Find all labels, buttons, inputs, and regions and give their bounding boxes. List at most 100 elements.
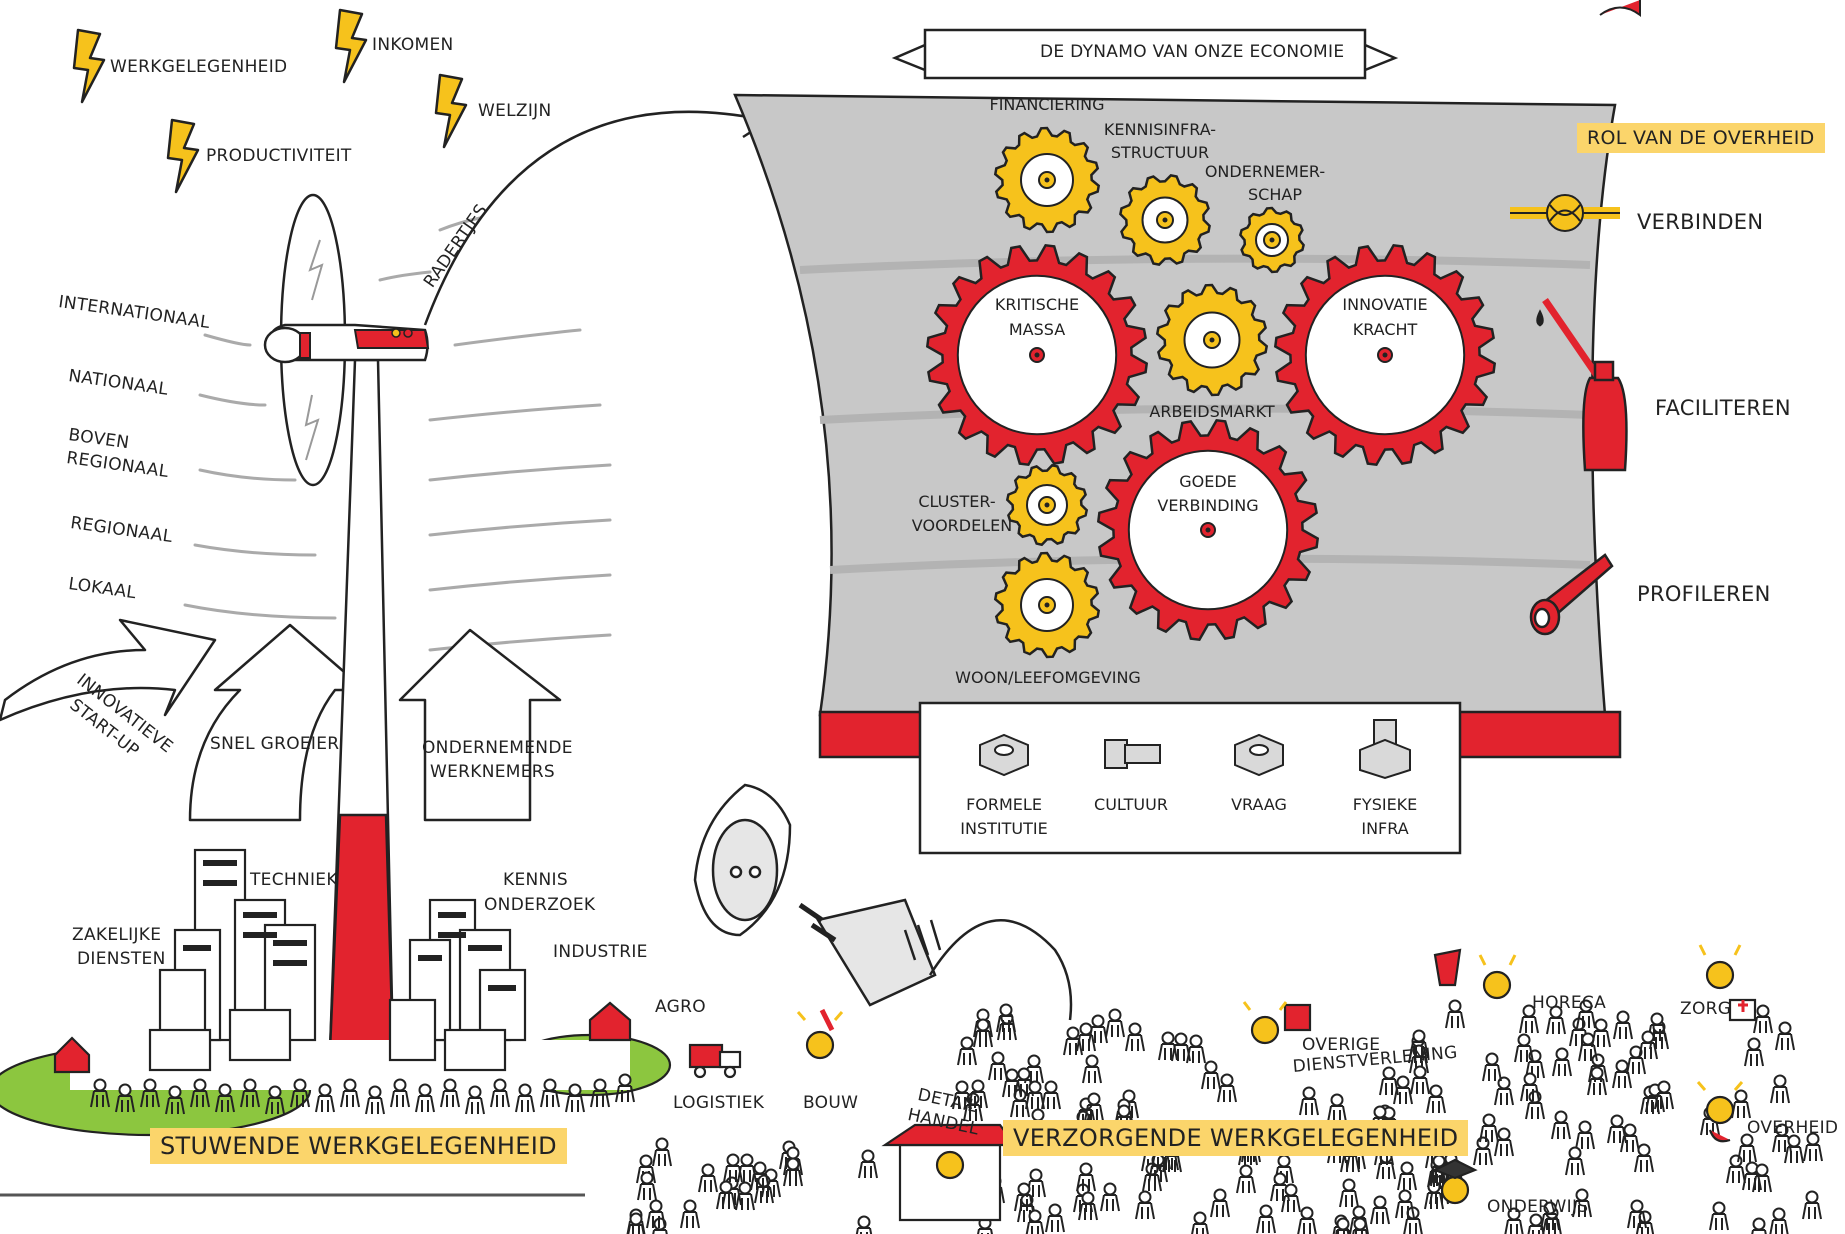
gear-label-kritische-2: MASSA [1008,320,1066,339]
crowd-person [783,1157,803,1187]
idea-rays [796,944,1744,1091]
crowd-person [1063,1026,1083,1056]
city-zakelijke-2: DIENSTEN [77,949,166,969]
sector-zorg: ZORG [1680,999,1732,1019]
gear-ondernemerschap [1239,206,1305,274]
crowd-person [988,1051,1008,1081]
crowd-person [1802,1190,1822,1220]
base-label-cultuur: CULTUUR [1094,795,1168,814]
sector-onderwijs: ONDERWIJS [1487,1197,1589,1217]
crowd-person [1026,1168,1046,1198]
city-windows [183,860,516,991]
crowd-person [1753,1004,1773,1034]
base-icons [979,719,1411,780]
crowd-person [1445,999,1465,1029]
gear-clustervoordelen [1005,463,1089,547]
crowd-person [652,1137,672,1167]
city-agro: AGRO [655,997,706,1017]
crowd-person [1494,1076,1514,1106]
crowd-person [1426,1084,1446,1114]
crowd-person [1135,1190,1155,1220]
city-kennis-2: ONDERZOEK [484,895,596,915]
crowd-person [1210,1188,1230,1218]
crowd-person [1552,1047,1572,1077]
crowd-person [1236,1164,1256,1194]
outcome-welzijn: WELZIJN [478,101,552,121]
sector-horeca: HORECA [1532,993,1607,1013]
crowd-person [1709,1201,1729,1231]
sector-overige-1: OVERIGE [1302,1035,1381,1055]
werknemers-label-1: ONDERNEMENDE [422,738,573,758]
rope-knot-icon [1510,194,1620,232]
crowd-person [1410,1065,1430,1095]
sector-overheid: OVERHEID [1747,1118,1839,1138]
crowd-person [957,1036,977,1066]
crowd-person [637,1171,657,1201]
crowd-person [1339,1178,1359,1208]
snel-groeier-label: SNEL GROEIER [210,734,340,754]
crowd-person [1587,1066,1607,1096]
flashlight-icon [1529,553,1614,636]
base-label-formele: FORMELE [966,795,1042,814]
crowd-person [1370,1195,1390,1225]
role-verbinden: VERBINDEN [1637,210,1764,234]
gear-kritische-massa [925,243,1149,467]
gear-label-cluster-1: CLUSTER- [918,492,996,511]
crowd-person [1125,1022,1145,1052]
crowd-person [858,1149,878,1179]
gear-label-cluster-2: VOORDELEN [911,516,1013,535]
crowd-person [1025,1209,1045,1234]
sector-bouw: BOUW [803,1093,859,1113]
city-industrie: INDUSTRIE [553,942,648,962]
crowd-person [1397,1161,1417,1191]
crowd-person [716,1180,736,1210]
gear-label-goede-2: VERBINDING [1157,496,1259,515]
crowd-person [1379,1066,1399,1096]
gear-label-ondernemerschap-2: SCHAP [1248,185,1302,204]
crowd-person [1634,1143,1654,1173]
oil-can-icon [1536,298,1628,472]
base-label-fysieke: FYSIEKE [1352,795,1418,814]
crowd-person [1770,1074,1790,1104]
crowd-person [1100,1182,1120,1212]
crowd-person [1190,1211,1210,1234]
crowd-person [1281,1183,1301,1213]
role-faciliteren: FACILITEREN [1655,396,1791,420]
crowd-person [698,1163,718,1193]
gear-woon-leefomgeving [993,551,1101,659]
gear-label-kritische-1: KRITISCHE [994,295,1080,314]
crowd-person [1078,1191,1098,1221]
crowd-person [1105,1008,1125,1038]
crowd-person [1494,1127,1514,1157]
banner [891,28,1399,80]
crowd-person [1525,1090,1545,1120]
crowd-person [1726,1154,1746,1184]
gears [925,126,1497,659]
crowd-person [1775,1021,1795,1051]
wind-arrows [0,618,562,822]
crowd-bottom [626,999,1823,1234]
role-profileren: PROFILEREN [1637,582,1771,606]
crowd-person [854,1215,874,1234]
crowd-person [1025,1080,1045,1110]
crowd-person [1045,1203,1065,1233]
crowd-person [1082,1054,1102,1084]
crowd-person [1784,1134,1804,1164]
crowd-person [1297,1206,1317,1234]
wind-turbine [263,193,430,1052]
crowd-person [1473,1136,1493,1166]
crowd-person [1327,1093,1347,1123]
crowd-person [1088,1014,1108,1044]
gear-kennisinfrastructuur [1119,174,1211,266]
base-label-vraag: VRAAG [1231,795,1287,814]
service-workers [688,948,1757,1222]
gear-label-ondernemerschap-1: ONDERNEMER- [1204,162,1326,181]
crowd-person [1613,1010,1633,1040]
crowd-person [1749,1217,1769,1234]
sector-logistiek: LOGISTIEK [673,1093,765,1113]
plug-socket [693,783,1073,1021]
gear-arbeidsmarkt [1155,283,1269,397]
city-zakelijke-1: ZAKELIJKE [72,925,162,945]
gear-goede-verbinding [1096,418,1320,642]
